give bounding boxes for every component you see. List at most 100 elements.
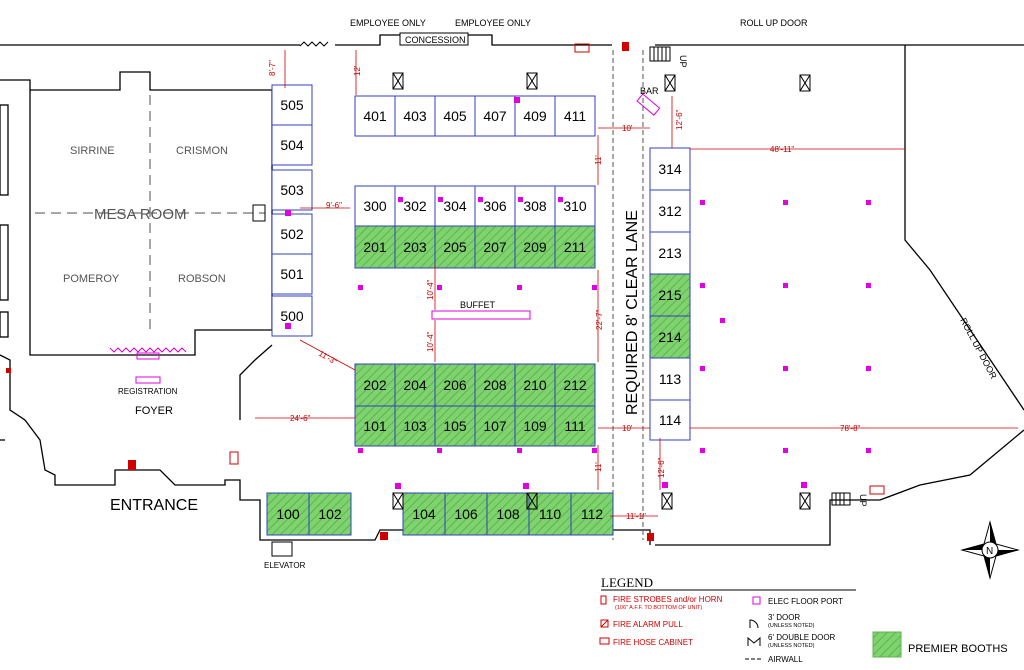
booth-rect-215[interactable] [649, 273, 691, 317]
booth-rect-401[interactable] [354, 95, 396, 137]
booth-rect-105[interactable] [434, 405, 476, 447]
booth-212[interactable]: 212 [554, 363, 596, 407]
clear-lane-label: REQUIRED 8' CLEAR LANE [624, 210, 641, 415]
booth-409[interactable]: 409 [514, 95, 556, 137]
booth-407[interactable]: 407 [474, 95, 516, 137]
booth-314[interactable]: 314 [649, 147, 691, 191]
booth-209[interactable]: 209 [514, 225, 556, 269]
booth-rect-102[interactable] [308, 492, 352, 536]
booth-105[interactable]: 105 [434, 405, 476, 447]
booth-rect-208[interactable] [474, 363, 516, 407]
booth-306[interactable]: 306 [474, 185, 516, 227]
booth-101[interactable]: 101 [354, 405, 396, 447]
mesa-room-label: MESA ROOM [94, 206, 187, 223]
booth-rect-207[interactable] [474, 225, 516, 269]
booth-rect-101[interactable] [354, 405, 396, 447]
booth-rect-205[interactable] [434, 225, 476, 269]
booth-401[interactable]: 401 [354, 95, 396, 137]
booth-rect-201[interactable] [354, 225, 396, 269]
booth-rect-114[interactable] [649, 399, 691, 441]
booth-rect-206[interactable] [434, 363, 476, 407]
booth-rect-405[interactable] [434, 95, 476, 137]
booth-rect-109[interactable] [514, 405, 556, 447]
booth-302[interactable]: 302 [394, 185, 436, 227]
booth-rect-314[interactable] [649, 147, 691, 191]
booth-100[interactable]: 100 [266, 492, 310, 536]
booth-505[interactable]: 505 [271, 84, 313, 126]
booth-501[interactable]: 501 [271, 253, 313, 295]
booth-504[interactable]: 504 [271, 124, 313, 166]
legend-double-door: 6' DOUBLE DOOR [768, 633, 836, 642]
booth-rect-500[interactable] [271, 295, 313, 337]
booth-label-201: 201 [363, 239, 387, 255]
booth-403[interactable]: 403 [394, 95, 436, 137]
booth-rect-113[interactable] [649, 357, 691, 401]
booth-411[interactable]: 411 [554, 95, 596, 137]
booth-rect-203[interactable] [394, 225, 436, 269]
booth-210[interactable]: 210 [514, 363, 556, 407]
booth-label-312: 312 [658, 203, 682, 219]
booth-rect-312[interactable] [649, 189, 691, 233]
booth-300[interactable]: 300 [354, 185, 396, 227]
booth-102[interactable]: 102 [308, 492, 352, 536]
booth-310[interactable]: 310 [554, 185, 596, 227]
booth-rect-211[interactable] [554, 225, 596, 269]
booth-109[interactable]: 109 [514, 405, 556, 447]
booth-106[interactable]: 106 [444, 492, 488, 536]
booth-rect-209[interactable] [514, 225, 556, 269]
booth-114[interactable]: 114 [649, 399, 691, 441]
booth-208[interactable]: 208 [474, 363, 516, 407]
booth-rect-505[interactable] [271, 84, 313, 126]
booth-205[interactable]: 205 [434, 225, 476, 269]
booth-rect-306[interactable] [474, 185, 516, 227]
columns [252, 72, 811, 510]
booth-label-409: 409 [523, 108, 547, 124]
booth-rect-107[interactable] [474, 405, 516, 447]
booth-203[interactable]: 203 [394, 225, 436, 269]
booth-rect-501[interactable] [271, 253, 313, 295]
booth-rect-111[interactable] [554, 405, 596, 447]
booth-111[interactable]: 111 [554, 405, 596, 447]
booth-rect-308[interactable] [514, 185, 556, 227]
booth-201[interactable]: 201 [354, 225, 396, 269]
booth-211[interactable]: 211 [554, 225, 596, 269]
booth-rect-302[interactable] [394, 185, 436, 227]
booth-rect-108[interactable] [486, 492, 530, 536]
booth-rect-403[interactable] [394, 95, 436, 137]
booth-207[interactable]: 207 [474, 225, 516, 269]
booth-112[interactable]: 112 [570, 492, 614, 536]
booth-312[interactable]: 312 [649, 189, 691, 233]
booth-113[interactable]: 113 [649, 357, 691, 401]
booth-label-401: 401 [363, 108, 387, 124]
booth-rect-212[interactable] [554, 363, 596, 407]
booth-405[interactable]: 405 [434, 95, 476, 137]
booth-label-405: 405 [443, 108, 467, 124]
booth-rect-310[interactable] [554, 185, 596, 227]
booth-rect-503[interactable] [271, 169, 313, 211]
booth-204[interactable]: 204 [394, 363, 436, 407]
booth-rect-210[interactable] [514, 363, 556, 407]
booth-rect-112[interactable] [570, 492, 614, 536]
booth-202[interactable]: 202 [354, 363, 396, 407]
booth-304[interactable]: 304 [434, 185, 476, 227]
booth-206[interactable]: 206 [434, 363, 476, 407]
booth-214[interactable]: 214 [649, 315, 691, 359]
booth-107[interactable]: 107 [474, 405, 516, 447]
booth-502[interactable]: 502 [271, 213, 313, 255]
dim-24-6: 24'-6" [290, 414, 311, 423]
booth-104[interactable]: 104 [402, 492, 446, 536]
booth-rect-104[interactable] [402, 492, 446, 536]
booth-213[interactable]: 213 [649, 231, 691, 275]
booth-103[interactable]: 103 [394, 405, 436, 447]
booth-rect-411[interactable] [554, 95, 596, 137]
dim-11-3: 11'-3" [317, 349, 339, 367]
booth-108[interactable]: 108 [486, 492, 530, 536]
booth-215[interactable]: 215 [649, 273, 691, 317]
booth-308[interactable]: 308 [514, 185, 556, 227]
booth-500[interactable]: 500 [271, 295, 313, 337]
booth-rect-407[interactable] [474, 95, 516, 137]
booth-rect-100[interactable] [266, 492, 310, 536]
booth-rect-504[interactable] [271, 124, 313, 166]
booth-110[interactable]: 110 [528, 492, 572, 536]
booth-503[interactable]: 503 [271, 169, 313, 211]
